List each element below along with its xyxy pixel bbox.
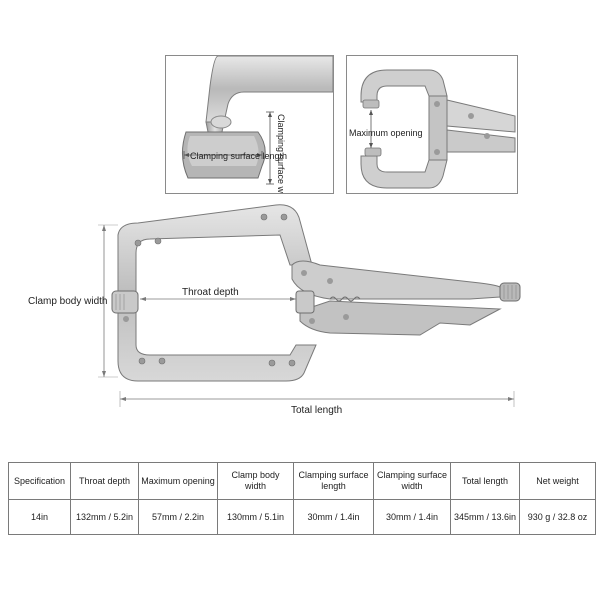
clamp-body-width-label: Clamp body width [28, 296, 107, 307]
header-cell-clamping-surface-length: Clamping surface length [293, 462, 374, 500]
specification-table: Specification Throat depth Maximum openi… [8, 462, 596, 535]
throat-depth-label: Throat depth [182, 287, 239, 298]
value-cell-specification: 14in [8, 499, 71, 535]
clamping-pad-illustration: Clamping surface length Clamping surface… [182, 56, 333, 193]
detail-maximum-opening-panel: Maximum opening [346, 55, 518, 194]
value-cell-clamping-surface-length: 30mm / 1.4in [293, 499, 374, 535]
header-cell-net-weight: Net weight [519, 462, 596, 500]
clamping-surface-length-label: Clamping surface length [190, 151, 287, 161]
table-row: 14in 132mm / 5.2in 57mm / 2.2in 130mm / … [8, 499, 596, 535]
value-cell-net-weight: 930 g / 32.8 oz [519, 499, 596, 535]
maximum-opening-illustration: Maximum opening [349, 69, 516, 189]
value-cell-clamp-body-width: 130mm / 5.1in [217, 499, 294, 535]
maximum-opening-label: Maximum opening [349, 128, 423, 138]
header-cell-throat-depth: Throat depth [70, 462, 139, 500]
header-cell-maximum-opening: Maximum opening [138, 462, 218, 500]
detail-clamping-surface-panel: Clamping surface length Clamping surface… [165, 55, 334, 194]
locking-c-clamp-illustration: Clamp body width Throat depth Total leng… [28, 204, 521, 416]
total-length-label: Total length [291, 405, 342, 416]
clamping-surface-width-label: Clamping surface width [276, 114, 286, 193]
value-cell-total-length: 345mm / 13.6in [450, 499, 520, 535]
value-cell-clamping-surface-width: 30mm / 1.4in [373, 499, 451, 535]
value-cell-maximum-opening: 57mm / 2.2in [138, 499, 218, 535]
header-cell-clamping-surface-width: Clamping surface width [373, 462, 451, 500]
table-header-row: Specification Throat depth Maximum openi… [8, 462, 596, 500]
value-cell-throat-depth: 132mm / 5.2in [70, 499, 139, 535]
header-cell-total-length: Total length [450, 462, 520, 500]
header-cell-clamp-body-width: Clamp body width [217, 462, 294, 500]
header-cell-specification: Specification [8, 462, 71, 500]
